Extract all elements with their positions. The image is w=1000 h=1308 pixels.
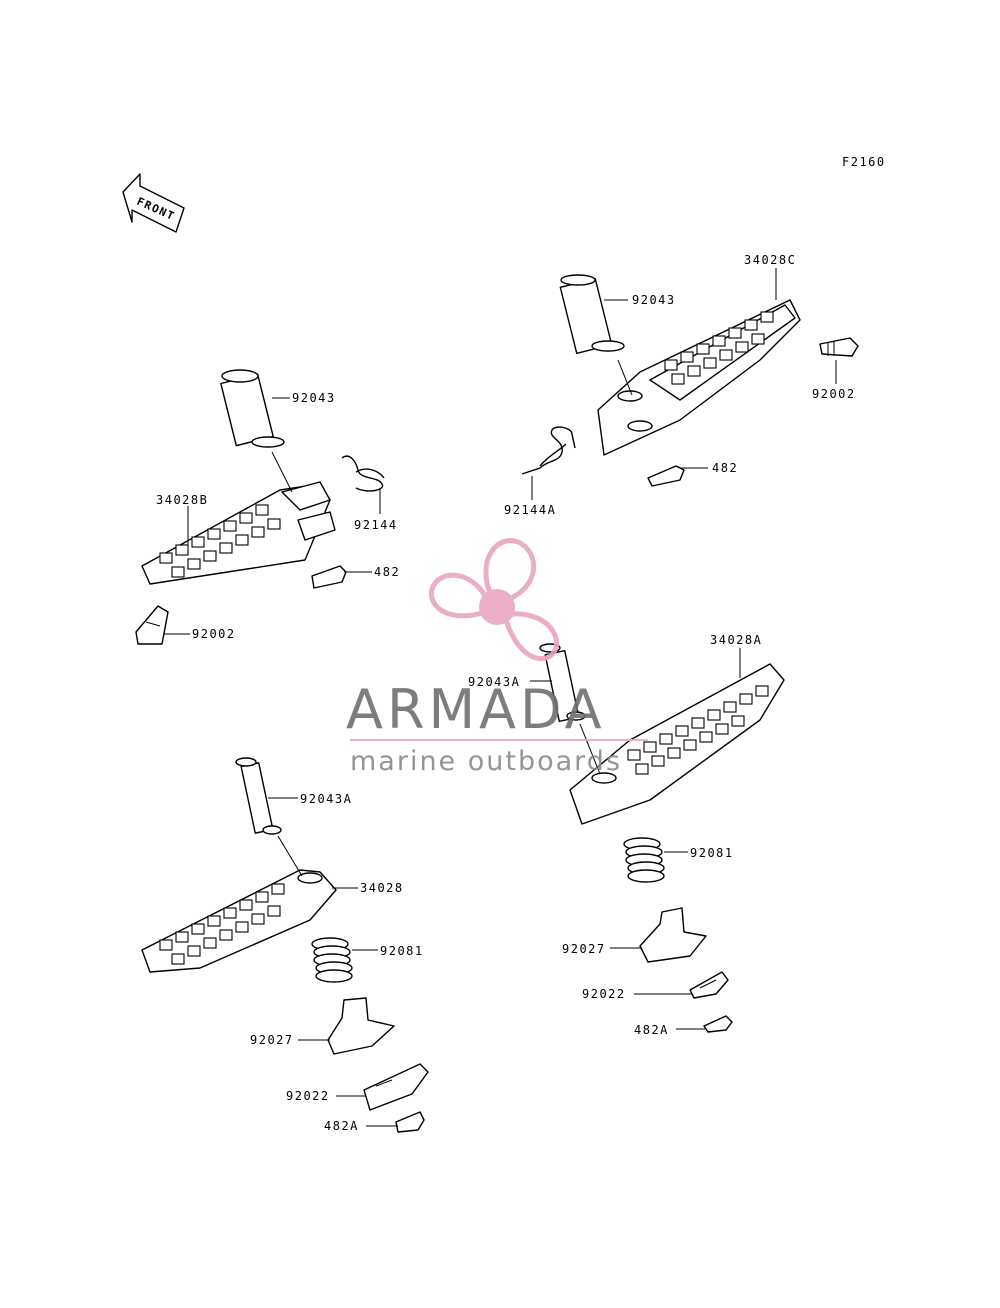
bolt-92002-left	[135, 605, 169, 645]
bracket-92027-right	[639, 907, 707, 963]
watermark: ARMADA marine outboards	[346, 538, 648, 777]
callout-92002-right: 92002	[812, 387, 856, 401]
callout-92027-right: 92027	[562, 942, 606, 956]
pin-92043-left	[220, 369, 285, 448]
callout-92144: 92144	[354, 518, 398, 532]
callout-92043-top: 92043	[632, 293, 676, 307]
callout-92081-left: 92081	[380, 944, 424, 958]
washer-482-left	[311, 565, 347, 589]
footpeg-34028C	[597, 299, 801, 456]
callout-labels: 34028C 92043 92002 482 92144A 92043 3402…	[156, 253, 856, 1133]
callout-92144A: 92144A	[504, 503, 556, 517]
callout-92002-left: 92002	[192, 627, 236, 641]
bolt-92002-right	[819, 337, 859, 357]
callout-482A-left: 482A	[324, 1119, 359, 1133]
footpeg-34028B	[141, 481, 336, 585]
callout-92027-left: 92027	[250, 1033, 294, 1047]
callout-92043A-left: 92043A	[300, 792, 352, 806]
spring-92144A	[521, 426, 576, 475]
figure-code: F2160	[842, 155, 886, 169]
callout-482-top: 482	[712, 461, 738, 475]
callout-34028B: 34028B	[156, 493, 208, 507]
spring-92081-left	[311, 937, 353, 983]
callout-92043-left: 92043	[292, 391, 336, 405]
callout-92022-right: 92022	[582, 987, 626, 1001]
plate-92022-right	[689, 971, 729, 999]
callout-482-left: 482	[374, 565, 400, 579]
pin-92043-top	[559, 274, 625, 355]
footpeg-34028A	[569, 663, 785, 825]
propeller-logo-icon	[429, 538, 559, 662]
callout-482A-right: 482A	[634, 1023, 669, 1037]
watermark-subtitle: marine outboards	[350, 746, 622, 777]
leader-lines	[164, 268, 837, 1127]
callout-92022-left: 92022	[286, 1089, 330, 1103]
front-direction-arrow: FRONT	[122, 173, 185, 233]
callout-92043A-mid: 92043A	[468, 675, 520, 689]
callout-34028A: 34028A	[710, 633, 762, 647]
watermark-title: ARMADA	[346, 678, 606, 741]
washer-482-top	[647, 465, 685, 487]
pin-92043A-left	[235, 757, 282, 835]
plate-92022-left	[363, 1063, 429, 1111]
callout-34028: 34028	[360, 881, 404, 895]
spring-92144	[341, 455, 385, 492]
callout-34028C: 34028C	[744, 253, 796, 267]
bracket-92027-left	[327, 997, 395, 1055]
footpeg-34028	[141, 869, 337, 973]
spring-92081-right	[623, 837, 665, 883]
washer-482A-right	[703, 1015, 733, 1033]
callout-92081-right: 92081	[690, 846, 734, 860]
washer-482A-left	[395, 1111, 425, 1133]
